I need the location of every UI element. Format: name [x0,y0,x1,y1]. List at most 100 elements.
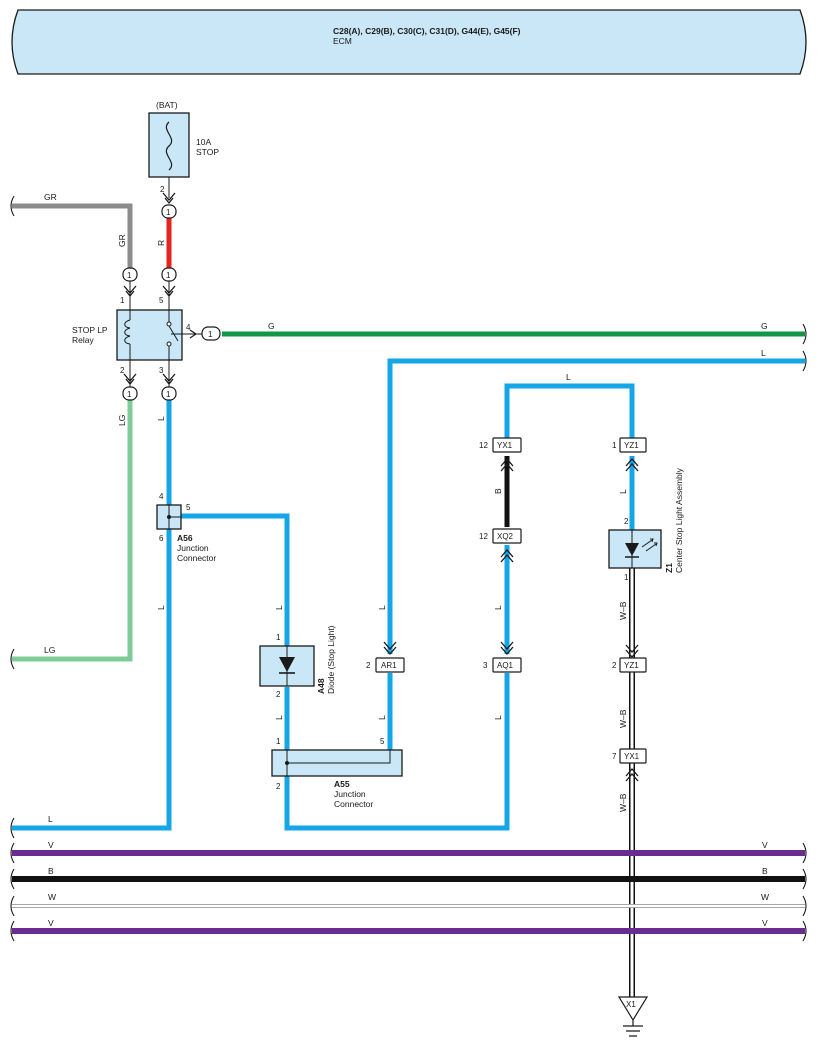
a55-name-2: Connector [334,799,373,809]
wire-l-a55-aq1 [284,673,510,831]
svg-text:1: 1 [127,271,132,280]
ecm-block: C28(A), C29(B), C30(C), C31(D), G44(E), … [11,9,807,75]
wire-l-a56-diode [181,513,290,652]
svg-text:G: G [268,321,275,331]
a55-pin-2: 2 [276,782,281,791]
inline-terminals: 1 1 1 1 1 1 [122,204,221,401]
connector-yz1-top: YZ1 1 [612,437,647,472]
ar1-pin: 2 [366,661,371,670]
terminal-l-relay: 1 [161,386,177,401]
terminal-g-relay: 1 [201,326,221,341]
svg-text:R: R [156,240,166,246]
svg-text:1: 1 [208,330,213,339]
a48-name: Diode (Stop Light) [326,625,336,694]
wire-gr [12,203,133,268]
svg-text:B: B [493,488,503,494]
svg-text:W–B: W–B [618,601,628,620]
svg-text:LG: LG [44,645,55,655]
terminal-gr-relay: 1 [122,267,138,282]
fuse-pin: 2 [160,185,165,194]
svg-text:L: L [377,605,387,610]
a56-pin-6: 6 [159,534,164,543]
svg-text:W–B: W–B [618,793,628,812]
lamp-z1: 2 1 Z1 Center Stop Light Assembly [608,467,684,582]
svg-text:L: L [156,416,166,421]
connector-yx1-bottom: YX1 7 [612,748,647,782]
svg-text:B: B [48,866,54,876]
wire-lg [12,400,133,662]
a56-pin-5: 5 [186,503,191,512]
svg-text:XQ2: XQ2 [497,532,514,541]
svg-text:W–B: W–B [618,709,628,728]
svg-text:YX1: YX1 [624,752,640,761]
svg-text:1: 1 [127,390,132,399]
a48-pin-1: 1 [276,633,281,642]
diode-a48: 1 2 A48 Diode (Stop Light) [259,625,336,699]
junction-a56: 4 5 6 A56 Junction Connector [156,492,216,563]
wire-l-relay [12,400,172,831]
z1-pin-1: 1 [624,573,629,582]
connector-yx1-top: YX1 12 [479,437,522,472]
svg-text:L: L [761,348,766,358]
connector-ar1: AR1 2 [366,641,405,673]
yz1-top-pin: 1 [612,441,617,450]
svg-text:L: L [377,715,387,720]
svg-text:LG: LG [117,415,127,426]
stop-lp-relay: STOP LP Relay 1 5 4 2 3 [72,281,202,387]
a55-name-1: Junction [334,789,366,799]
svg-text:L: L [493,605,503,610]
yx1-bottom-pin: 7 [612,752,617,761]
svg-text:1: 1 [166,208,171,217]
junction-a55: 1 5 2 A55 Junction Connector [271,737,403,809]
relay-pin-4: 4 [186,323,191,332]
xq2-pin: 12 [479,532,488,541]
svg-text:1: 1 [166,271,171,280]
relay-name-2: Relay [72,335,94,345]
ground-x1: X1 [617,996,649,1037]
svg-text:YZ1: YZ1 [624,661,639,670]
svg-text:V: V [48,918,54,928]
terminal-r-relay: 1 [161,267,177,282]
svg-text:L: L [48,814,53,824]
svg-text:GR: GR [44,192,57,202]
svg-text:L: L [566,372,571,382]
svg-text:W: W [761,892,769,902]
svg-text:YZ1: YZ1 [624,441,639,450]
fuse-name: STOP [196,147,219,157]
relay-pin-3: 3 [159,366,164,375]
svg-text:AR1: AR1 [381,661,397,670]
a48-code: A48 [316,678,326,694]
svg-text:V: V [762,840,768,850]
svg-text:L: L [618,489,628,494]
wire-l-loop [504,383,635,438]
a55-pin-5: 5 [380,737,385,746]
a56-code: A56 [177,533,193,543]
fuse-rating: 10A [196,137,211,147]
terminal-lg-relay: 1 [122,386,138,401]
ground-label: X1 [626,1000,636,1009]
svg-text:YX1: YX1 [497,441,513,450]
relay-pin-1: 1 [120,296,125,305]
fuse-source: (BAT) [156,100,178,110]
z1-name: Center Stop Light Assembly [674,467,684,573]
z1-code: Z1 [664,563,674,573]
yz1-mid-pin: 2 [612,661,617,670]
yx1-top-pin: 12 [479,441,488,450]
a55-code: A55 [334,779,350,789]
svg-text:G: G [761,321,768,331]
a56-name-2: Connector [177,553,216,563]
a55-pin-1: 1 [276,737,281,746]
svg-text:L: L [274,715,284,720]
svg-text:1: 1 [166,390,171,399]
a56-pin-4: 4 [159,492,164,501]
a56-name-1: Junction [177,543,209,553]
svg-text:B: B [762,866,768,876]
z1-pin-2: 2 [624,517,629,526]
ecm-name: ECM [333,36,352,46]
svg-text:L: L [274,605,284,610]
ecm-connectors: C28(A), C29(B), C30(C), C31(D), G44(E), … [333,26,521,36]
svg-text:L: L [493,715,503,720]
svg-text:AQ1: AQ1 [497,661,514,670]
wire-labels: GR GR R G G L L LG LG L L L L L L B L L … [44,192,769,928]
continuation-marks [10,195,807,942]
